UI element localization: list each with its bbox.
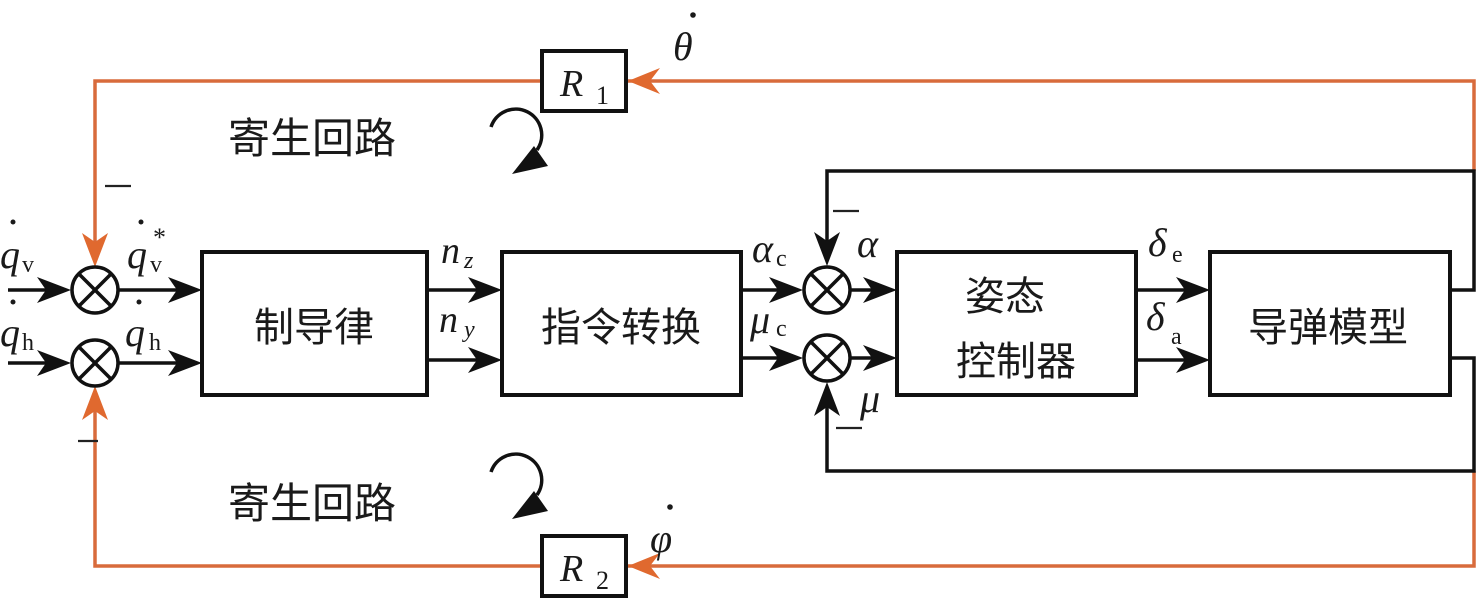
sum-junction-mu [802,333,852,383]
svg-text:μ: μ [859,376,880,421]
inner-feedback-bottom-arrowhead [814,382,840,416]
guidance-law-block: 制导律 [200,250,429,397]
svg-text:δ: δ [1148,220,1168,265]
nz-arrowhead [468,277,502,303]
signal-label-theta-dot: θ [673,12,696,69]
bottom-feedback-wire-to-sum [93,400,542,568]
alpha-c-arrowhead [769,277,803,303]
r1-sub: 1 [596,81,609,110]
delta-e-arrowhead [1176,277,1210,303]
inner-feedback-top-wire [825,169,1476,292]
svg-text:q: q [0,232,20,277]
missile-model-block: 导弹模型 [1208,250,1452,397]
qv-input-arrowhead [37,277,71,303]
svg-text:n: n [439,299,458,341]
inner-feedback-bottom-wire [825,356,1476,473]
alpha-arrowhead [863,277,897,303]
sum-junction-qh [70,338,120,388]
svg-text:e: e [1172,242,1183,268]
signal-label-qv-in: q v [0,219,34,278]
r1-main: R [559,63,583,105]
qh-input-arrowhead [37,350,71,376]
svg-text:n: n [441,230,460,272]
svg-text:α: α [752,226,774,271]
top-feedback-wire [626,79,1476,171]
command-conversion-label: 指令转换 [541,305,701,351]
signal-label-mu-c: μ c [749,297,787,342]
command-conversion-block: 指令转换 [500,250,743,397]
qh-arrowhead [168,350,202,376]
svg-text:δ: δ [1146,294,1166,339]
svg-text:φ: φ [650,516,672,561]
bottom-feedback-wire [626,471,1476,568]
attitude-controller-label-line1: 姿态 [965,274,1045,320]
svg-text:q: q [0,310,20,355]
svg-text:θ: θ [673,24,693,69]
svg-text:h: h [149,330,161,356]
sum-junction-qv [70,265,120,315]
svg-text:y: y [462,317,475,343]
signal-label-alpha-c: α c [752,226,787,272]
svg-text:c: c [776,316,787,342]
r2-block: R 2 [540,534,628,598]
signal-label-nz: n z [441,230,474,274]
attitude-controller-block: 姿态 控制器 [895,250,1138,397]
mu-c-arrowhead [769,345,803,371]
top-feedback-arrowhead-r1 [628,68,660,94]
r2-sub: 2 [596,566,609,595]
inner-feedback-top-arrowhead [814,232,840,266]
signal-label-qh-in: q h [0,299,34,356]
parasitic-loop-label-top: 寄生回路 [228,114,396,163]
delta-a-arrowhead [1176,347,1210,373]
circular-arrow-icon-top [489,107,548,174]
r2-main: R [559,548,583,590]
svg-text:q: q [127,232,147,277]
svg-text:c: c [776,246,787,272]
svg-text:z: z [463,248,474,274]
svg-text:h: h [22,330,34,356]
signal-label-delta-a: δ a [1146,294,1182,350]
signal-label-mu: μ [859,376,880,421]
guidance-law-label: 制导律 [254,305,374,351]
parasitic-loop-bottom [82,386,1476,579]
parasitic-loop-top [82,68,1476,267]
mu-arrowhead [863,345,897,371]
svg-text:*: * [153,223,166,252]
signal-label-alpha: α [857,221,879,266]
signal-label-qv-star: q v * [127,219,166,278]
bottom-feedback-arrowhead-r2 [628,553,660,579]
signal-label-delta-e: δ e [1148,220,1183,268]
r1-block: R 1 [540,49,628,113]
parasitic-loop-label-bottom: 寄生回路 [228,479,396,528]
missile-model-label: 导弹模型 [1248,305,1408,351]
svg-text:q: q [125,310,145,355]
signal-label-qh-out: q h [125,299,161,356]
ny-arrowhead [468,347,502,373]
circular-arrow-icon-bottom [489,452,548,519]
qv-star-arrowhead [168,277,202,303]
svg-text:v: v [150,252,162,278]
top-feedback-wire-to-sum [93,79,542,250]
bottom-feedback-arrowhead-sum [82,386,108,420]
svg-text:v: v [22,252,34,278]
attitude-controller-label-line2: 控制器 [956,339,1076,385]
sum-junction-alpha [802,265,852,315]
svg-text:μ: μ [749,297,770,342]
signal-label-ny: n y [439,299,475,343]
signal-label-phi-dot: φ [650,504,673,561]
svg-text:α: α [857,221,879,266]
svg-text:a: a [1171,324,1182,350]
top-feedback-arrowhead-sum [82,233,108,267]
